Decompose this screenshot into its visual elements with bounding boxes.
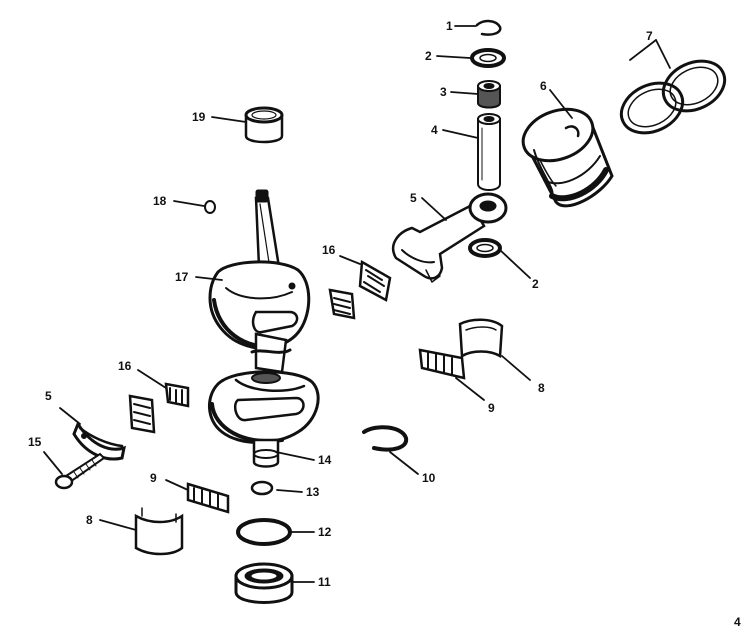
part-17-crankshaft (208, 189, 320, 468)
callout-7: 7 (646, 29, 653, 43)
callout-9-upper: 9 (488, 401, 495, 415)
callout-2-bottom: 2 (532, 277, 539, 291)
leader-lines (43, 25, 671, 583)
part-8-bearing-sleeve-upper (458, 318, 504, 359)
callout-2-top: 2 (425, 49, 432, 63)
part-16-bearing-cage-top (328, 259, 392, 320)
callout-12: 12 (318, 525, 332, 539)
part-10-retaining-ring (362, 425, 409, 452)
part-5-rod-cap (72, 420, 126, 461)
callout-3: 3 (440, 85, 447, 99)
callout-11: 11 (318, 575, 331, 589)
part-3-needle-bearing (477, 80, 501, 109)
callout-17: 17 (175, 270, 189, 284)
callout-19: 19 (192, 110, 206, 124)
callout-10: 10 (422, 471, 436, 485)
callout-14: 14 (318, 453, 332, 467)
callout-16-lower: 16 (118, 359, 132, 373)
part-6-piston (521, 107, 614, 208)
part-13-o-ring (250, 480, 274, 496)
part-2-thrust-washer-bottom (468, 238, 502, 258)
part-7-piston-rings (619, 59, 727, 135)
callout-16-top: 16 (322, 243, 336, 257)
callout-13: 13 (306, 485, 320, 499)
callout-4: 4 (431, 123, 438, 137)
part-19-bushing (244, 106, 284, 144)
part-9-bearing-half-lower (186, 482, 230, 514)
part-11-oil-seal (234, 562, 294, 604)
callout-1: 1 (446, 19, 453, 33)
part-16-bearing-cage-lower (128, 382, 190, 434)
callout-6: 6 (540, 79, 547, 93)
part-1-piston-pin-clip (475, 19, 502, 36)
callout-5-cap: 5 (45, 389, 52, 403)
callout-9-lower: 9 (150, 471, 157, 485)
callout-labels: 1 2 3 4 5 2 6 7 19 18 17 16 16 5 15 9 8 … (28, 19, 741, 629)
callout-8-lower: 8 (86, 513, 93, 527)
callout-15: 15 (28, 435, 42, 449)
callout-5-rod: 5 (410, 191, 417, 205)
part-4-piston-pin (477, 113, 501, 191)
part-15-cap-screw (54, 452, 106, 490)
part-8-bearing-sleeve-lower (134, 507, 184, 556)
part-18-woodruff-key (204, 200, 216, 214)
figure-number: 4 (734, 615, 741, 629)
part-9-bearing-half-upper (418, 348, 466, 380)
part-5-connecting-rod (391, 192, 508, 283)
part-12-o-ring-large (236, 518, 292, 546)
callout-8-upper: 8 (538, 381, 545, 395)
part-2-thrust-washer-top (470, 48, 506, 68)
callout-18: 18 (153, 194, 167, 208)
